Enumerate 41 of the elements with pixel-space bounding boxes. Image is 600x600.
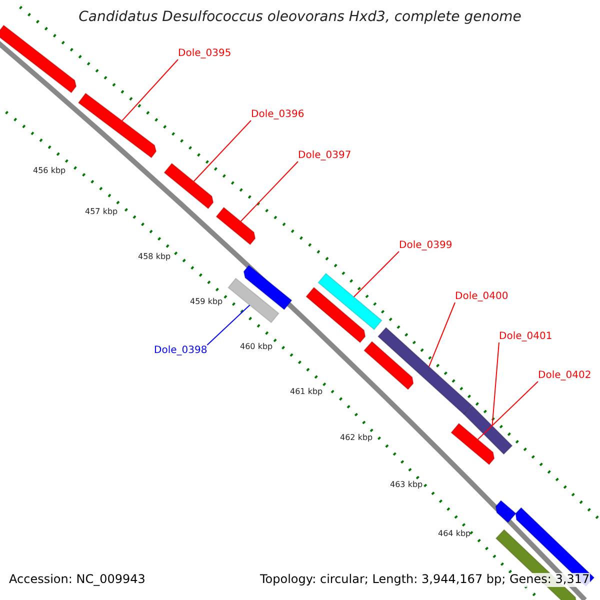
gene-block: [78, 92, 157, 158]
tick-label: 461 kbp: [290, 387, 323, 396]
gene-label: Dole_0398: [154, 345, 208, 356]
leader-line: [240, 161, 298, 222]
gene-label: Dole_0401: [499, 331, 552, 342]
gene-label: Dole_0397: [298, 150, 352, 162]
gene-block: [317, 272, 383, 330]
tick-label: 459 kbp: [190, 297, 223, 306]
gene-block: [463, 405, 513, 455]
tick-label: 458 kbp: [138, 252, 171, 262]
tick-label: 464 kbp: [438, 529, 471, 538]
tick-label: 460 kbp: [240, 342, 273, 352]
leader-line: [193, 120, 252, 182]
tick-label: 457 kbp: [85, 207, 118, 216]
gene-block: [305, 286, 366, 344]
gene-block: [228, 278, 280, 324]
leader-line: [477, 381, 538, 440]
gene-block: [243, 264, 292, 310]
gene-label: Dole_0400: [455, 291, 508, 302]
gene-label: Dole_0399: [399, 240, 452, 252]
gene-label: Dole_0396: [251, 109, 304, 120]
gene-block: [450, 422, 495, 466]
gene-block: [363, 340, 414, 390]
footer-text: Accession: NC_009943: [9, 573, 146, 587]
leader-line: [428, 302, 456, 368]
tick-label: 463 kbp: [390, 480, 423, 490]
footer-text: Topology: circular; Length: 3,944,167 bp; Genes: 3,317: [260, 573, 590, 587]
gene-block: [215, 206, 256, 246]
gene-label: Dole_0402: [538, 370, 592, 382]
title: Candidatus Desulfococcus oleovorans Hxd3, complete genome: [78, 9, 522, 26]
gene-block: [164, 162, 214, 210]
leader-line: [353, 251, 400, 298]
tick-label: 456 kbp: [33, 166, 66, 176]
leader-line: [122, 59, 178, 122]
tick-label: 462 kbp: [340, 433, 373, 442]
gene-block: [0, 24, 77, 94]
gene-block: [377, 326, 473, 416]
leader-line: [206, 304, 250, 346]
leader-line: [492, 342, 500, 426]
gene-label: Dole_0395: [178, 48, 232, 60]
gene-block: [495, 500, 517, 524]
